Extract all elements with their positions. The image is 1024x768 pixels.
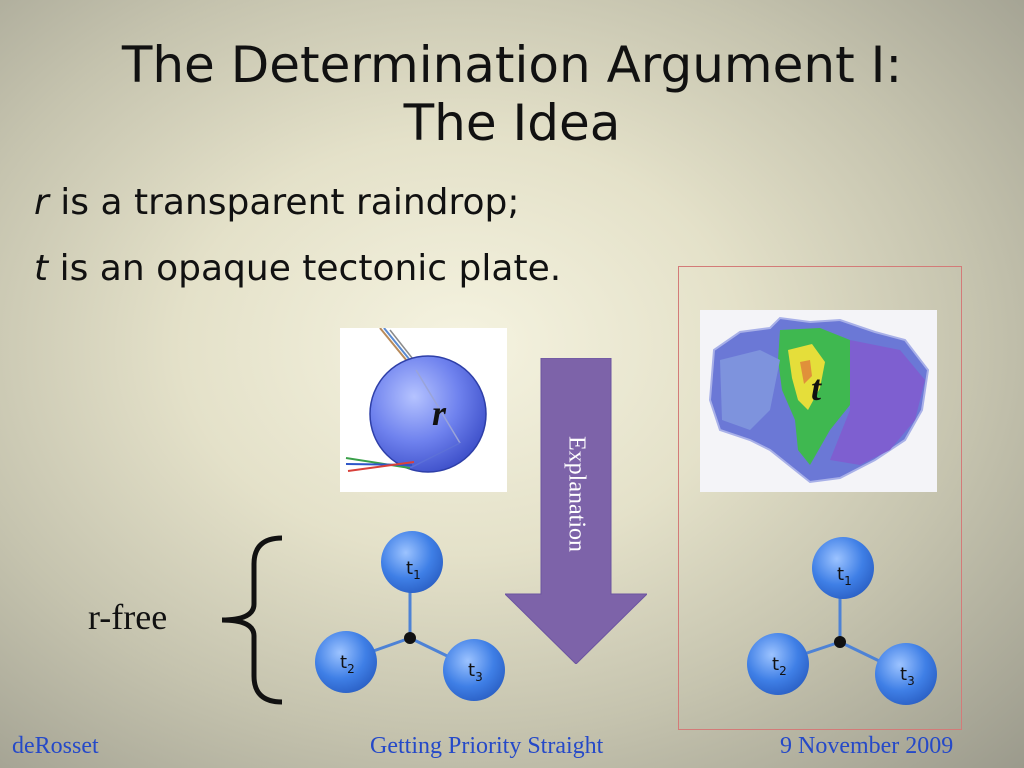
raindrop-drawing: r [345, 327, 487, 473]
node-t1-left [381, 531, 443, 593]
bullet-var-r: r [34, 182, 49, 223]
bullet-text-raindrop: is a transparent raindrop; [48, 182, 520, 223]
node-t1-right [812, 537, 874, 599]
raindrop-label: r [432, 393, 447, 433]
svg-text:t1: t1 [837, 564, 852, 588]
explanation-label: Explanation [563, 436, 590, 552]
bullet-raindrop: r is a transparent raindrop; [34, 182, 520, 223]
svg-text:t1: t1 [406, 558, 421, 582]
svg-text:t3: t3 [900, 664, 915, 688]
bullet-text-plate: is an opaque tectonic plate. [48, 248, 562, 289]
node-tree-right: t1 t2 t3 [747, 537, 937, 705]
r-free-label: r-free [88, 597, 168, 637]
node-t3-right [875, 643, 937, 705]
svg-text:t3: t3 [468, 660, 483, 684]
tectonic-plate-box [678, 266, 962, 730]
node-t2-left [315, 631, 377, 693]
node-t2-right [747, 633, 809, 695]
plate-label: t [811, 368, 822, 408]
footer-date: 9 November 2009 [780, 733, 954, 759]
title-line-1: The Determination Argument I: [121, 36, 903, 94]
bullet-plate: t is an opaque tectonic plate. [34, 248, 561, 289]
tectonic-plate-drawing: t [700, 310, 937, 492]
footer-author: deRosset [12, 733, 99, 759]
footer-talk-title: Getting Priority Straight [370, 733, 604, 759]
svg-text:t2: t2 [772, 654, 787, 678]
tectonic-plate-image: t [700, 310, 937, 492]
explanation-arrow [505, 358, 647, 664]
curly-brace [221, 535, 283, 705]
title-line-2: The Idea [403, 94, 621, 152]
bullet-var-t: t [34, 248, 49, 289]
svg-text:t2: t2 [340, 652, 355, 676]
node-t3-left [443, 639, 505, 701]
raindrop-image: r [340, 327, 507, 492]
slide-title: The Determination Argument I: The Idea [0, 36, 1024, 152]
node-tree-left: t1 t2 t3 [315, 531, 505, 701]
